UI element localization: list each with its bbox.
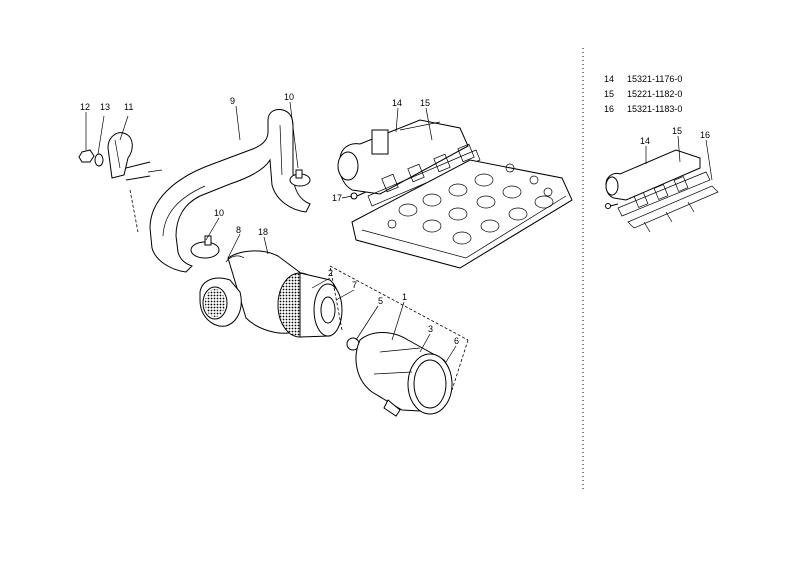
inset-callout-14: 14 [640, 136, 650, 146]
parts-list-no: 14 [604, 74, 614, 84]
callout-8: 8 [236, 225, 241, 235]
intake-manifold [337, 119, 469, 195]
inset-callout-15: 15 [672, 126, 682, 136]
callout-10-upper: 10 [284, 92, 294, 102]
callout-7: 7 [352, 280, 357, 290]
callout-14: 14 [392, 98, 402, 108]
inset-manifold [605, 149, 701, 201]
callout-11: 11 [124, 102, 133, 112]
parts-list-number: 15221-1182-0 [627, 89, 682, 99]
mounting-bracket [107, 132, 163, 233]
callout-9: 9 [230, 96, 235, 106]
inset-bolt [605, 203, 619, 209]
parts-list-no: 15 [604, 89, 614, 99]
intake-hose [149, 109, 311, 273]
assembly-outline [329, 265, 469, 391]
washer [94, 153, 104, 167]
leader-lines [85, 101, 713, 363]
nut [78, 149, 95, 163]
callout-15: 15 [420, 98, 430, 108]
callout-1: 1 [402, 292, 407, 302]
callout-2: 2 [328, 268, 333, 278]
parts-list-number: 15321-1176-0 [627, 74, 682, 84]
air-cleaner-cover [355, 332, 453, 417]
inset-gasket [617, 171, 711, 217]
callout-6: 6 [454, 336, 459, 346]
inset-heater-gasket [627, 185, 719, 233]
filter-element [277, 272, 343, 338]
bolt [350, 191, 367, 200]
callout-5: 5 [378, 296, 383, 306]
callout-18: 18 [258, 227, 268, 237]
hose-clamp-lower [190, 235, 220, 259]
callout-13: 13 [100, 102, 110, 112]
callout-17: 17 [332, 193, 342, 203]
parts-list-number: 15321-1183-0 [627, 104, 682, 114]
cylinder-head [351, 159, 573, 269]
callout-3: 3 [428, 324, 433, 334]
inset-callout-16: 16 [700, 130, 710, 140]
parts-list-no: 16 [604, 104, 614, 114]
callout-10-lower: 10 [214, 208, 224, 218]
manifold-gasket [367, 143, 481, 207]
callout-12: 12 [80, 102, 90, 112]
hose-clamp-upper [289, 169, 311, 187]
parts-list: 14 15321-1176-0 15 15221-1182-0 16 15321… [604, 74, 682, 114]
